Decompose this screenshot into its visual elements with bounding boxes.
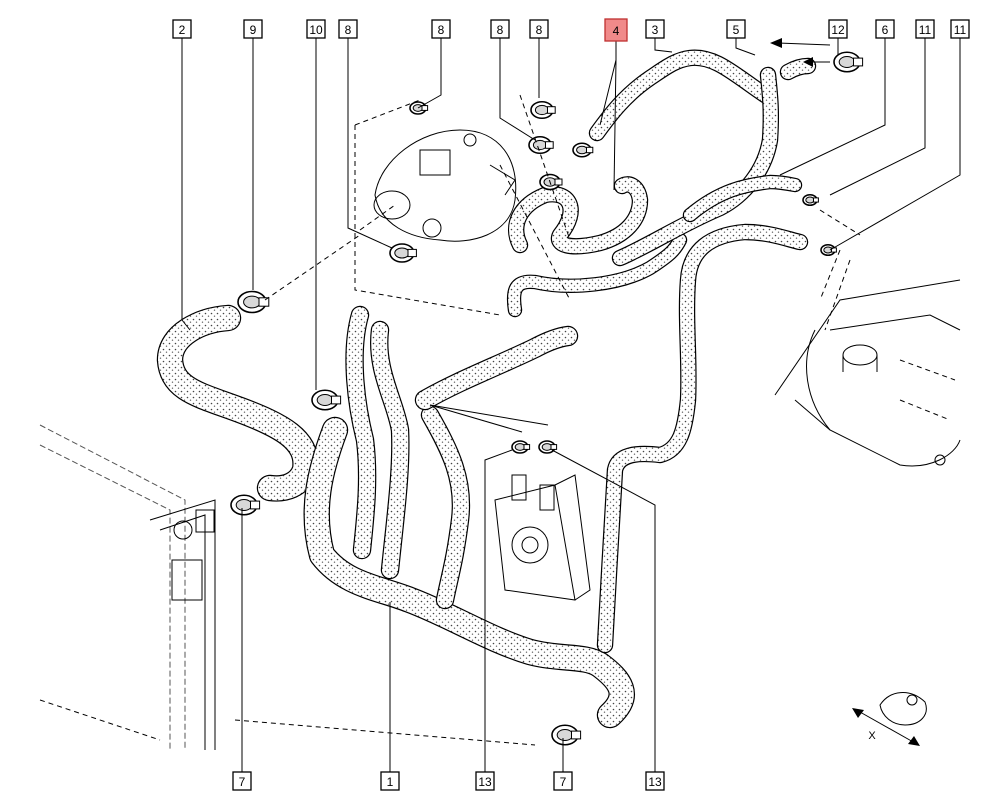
callout-label: 11 (919, 23, 932, 37)
callout-box[interactable] (604, 18, 628, 42)
hose-2 (156, 304, 319, 502)
clamp-11-a (802, 193, 819, 207)
callout-label: 9 (250, 23, 257, 37)
callout-8-c-8b[interactable]: 8 (431, 19, 451, 39)
callout-label: 13 (478, 775, 492, 789)
callout-box[interactable] (726, 19, 746, 39)
clamp-11-b (820, 243, 837, 257)
clamp-7-bottom (551, 724, 582, 746)
callout-box[interactable] (875, 19, 895, 39)
clamp-group (230, 51, 864, 746)
clamp-9 (237, 290, 270, 314)
hose-1-branch-c (420, 405, 471, 610)
callout-box[interactable] (645, 19, 665, 39)
callout-box[interactable] (950, 19, 970, 39)
callout-5-c-5[interactable]: 5 (726, 19, 746, 39)
callout-label: 1 (387, 775, 394, 789)
callout-box[interactable] (306, 19, 326, 39)
expansion-tank (774, 279, 961, 467)
callout-label: 13 (648, 775, 662, 789)
callout-label: 8 (497, 23, 504, 37)
callout-label: 10 (309, 23, 323, 37)
callout-9-c-9[interactable]: 9 (243, 19, 263, 39)
clamp-7-left (230, 494, 261, 516)
callout-13-c-13a[interactable]: 13 (475, 771, 495, 791)
callout-3-c-3[interactable]: 3 (645, 19, 665, 39)
hose-1-branch-a (345, 305, 377, 560)
callout-11-c-11a[interactable]: 11 (915, 19, 935, 39)
callout-box[interactable] (490, 19, 510, 39)
callout-8-c-8a[interactable]: 8 (338, 19, 358, 39)
clamp-8-e (572, 142, 594, 158)
clamp-13-a (511, 440, 531, 454)
clamp-12 (833, 51, 864, 73)
callout-box[interactable] (529, 19, 549, 39)
clamp-8-a (389, 243, 417, 263)
hose-6 (682, 174, 803, 223)
arrows (770, 38, 831, 67)
hose-1-branch-b (370, 320, 410, 580)
callout-box[interactable] (338, 19, 358, 39)
callout-label: 6 (882, 23, 889, 37)
callout-10-c-10[interactable]: 10 (306, 19, 326, 39)
callout-box[interactable] (243, 19, 263, 39)
dashed-guides (234, 94, 861, 746)
radiator-outline (39, 424, 216, 750)
view-marker-label: X (868, 730, 876, 742)
callout-7-c-7b[interactable]: 7 (553, 771, 573, 791)
callout-label: 7 (239, 775, 246, 789)
callout-box[interactable] (553, 771, 573, 791)
leader-lines (181, 38, 961, 772)
callout-label: 8 (345, 23, 352, 37)
callout-box[interactable] (828, 19, 848, 39)
hose-group (156, 49, 817, 729)
thermostat-housing (359, 129, 517, 242)
callout-label: 11 (954, 23, 967, 37)
callout-box[interactable] (380, 771, 400, 791)
callout-label: 5 (733, 23, 740, 37)
callout-box[interactable] (475, 771, 495, 791)
callout-label: 4 (613, 24, 620, 38)
callout-label: 12 (831, 23, 845, 37)
clamp-13-b (538, 440, 558, 454)
callout-7-c-7a[interactable]: 7 (232, 771, 252, 791)
callout-8-c-8c[interactable]: 8 (490, 19, 510, 39)
hose-4 (508, 176, 649, 255)
callout-label: 3 (652, 23, 659, 37)
callout-12-c-12[interactable]: 12 (828, 19, 848, 39)
callout-box[interactable] (915, 19, 935, 39)
callout-label: 2 (179, 23, 186, 37)
callout-13-c-13b[interactable]: 13 (645, 771, 665, 791)
hose-3 (588, 49, 774, 142)
hose-1-main (303, 416, 635, 729)
hose-13-up (596, 223, 809, 654)
clamp-8-c (530, 100, 556, 120)
hose-1-top (414, 325, 579, 411)
callout-box[interactable] (232, 771, 252, 791)
callout-label: 8 (438, 23, 445, 37)
clamp-10 (311, 389, 342, 411)
callout-8-c-8d[interactable]: 8 (529, 19, 549, 39)
clamp-8-d (528, 135, 554, 155)
callout-4-c-4[interactable]: 4 (604, 18, 628, 42)
callout-box[interactable] (172, 19, 192, 39)
callout-1-c-1[interactable]: 1 (380, 771, 400, 791)
hose-12 (779, 57, 817, 81)
callout-label: 7 (560, 775, 567, 789)
callout-6-c-6[interactable]: 6 (875, 19, 895, 39)
view-marker: X (852, 692, 927, 746)
callout-2-c-2[interactable]: 2 (172, 19, 192, 39)
callout-group: 2 9 10 8 8 8 8 4 3 5 12 6 11 11 7 1 13 7 13 (172, 18, 970, 791)
oil-cooler (494, 474, 591, 601)
hose-4-lower (506, 232, 688, 318)
callout-box[interactable] (431, 19, 451, 39)
callout-box[interactable] (645, 771, 665, 791)
callout-label: 8 (536, 23, 543, 37)
callout-11-c-11b[interactable]: 11 (950, 19, 970, 39)
